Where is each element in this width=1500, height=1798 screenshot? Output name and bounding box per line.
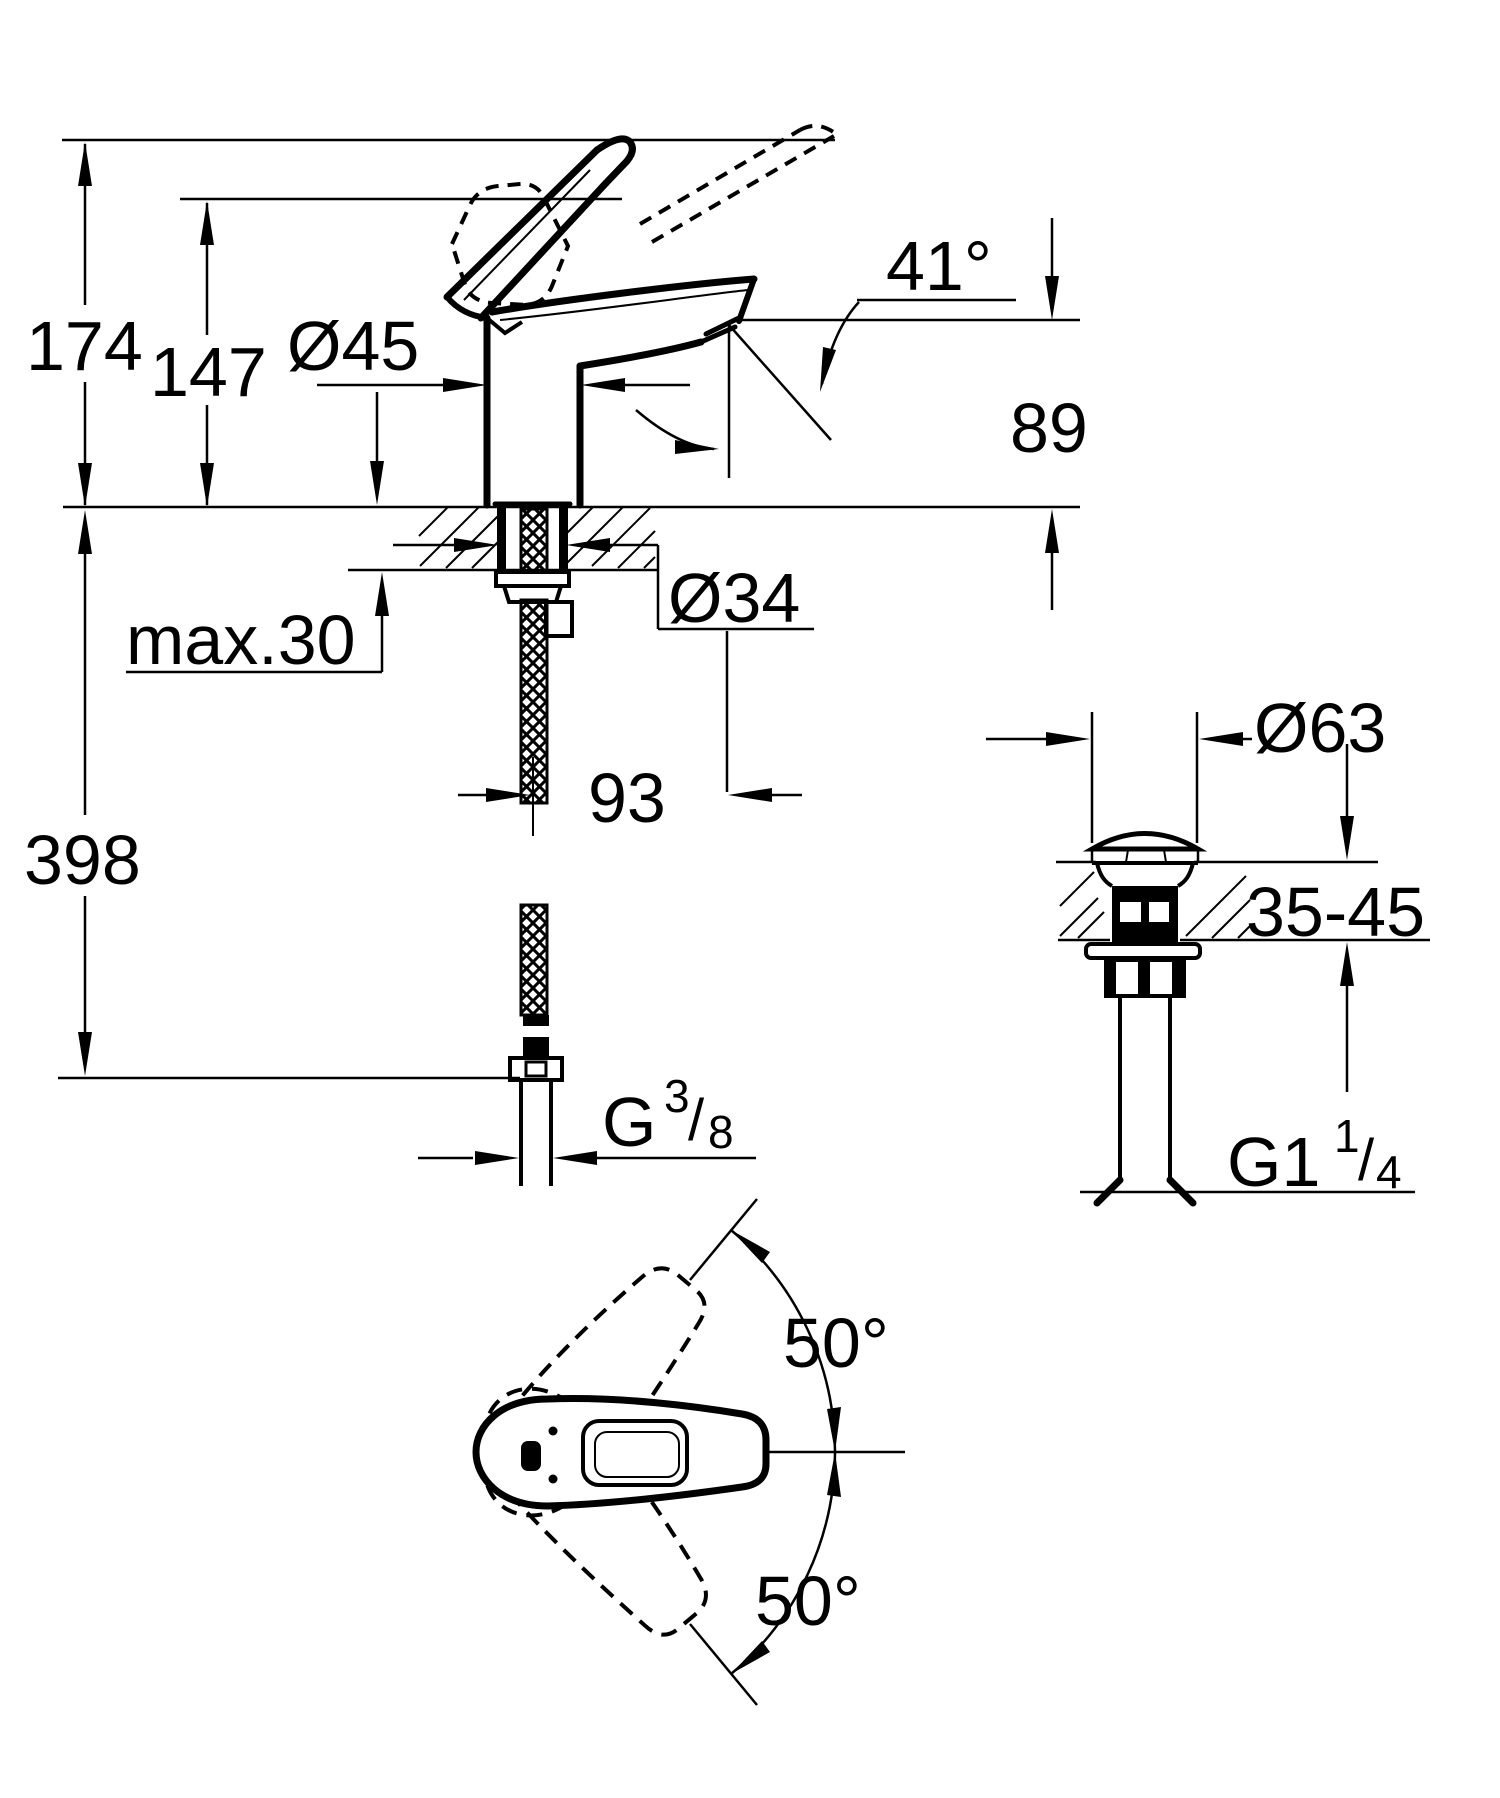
- dim-hole-diameter: Ø34: [393, 538, 814, 637]
- dim-hose-length: 398: [24, 510, 520, 1080]
- dim-deck-range: 35-45: [1246, 744, 1425, 1092]
- deck-section: [63, 501, 1080, 572]
- dim-spout-height: 89: [1010, 218, 1088, 610]
- dim-flange-diameter: Ø63: [986, 689, 1386, 843]
- dim-spout-reach: 93: [458, 631, 802, 837]
- dim-spout-reach-label: 93: [588, 759, 666, 837]
- dim-hole-diameter-label: Ø34: [668, 559, 800, 637]
- dim-spout-height-label: 89: [1010, 389, 1088, 467]
- dim-handle-height: 147: [150, 197, 622, 507]
- hose-fitting-upper: [544, 600, 574, 638]
- handle-raised: [443, 135, 636, 322]
- dim-deck-thickness-label: max.30: [126, 601, 356, 679]
- dim-deck-thickness: max.30: [126, 392, 389, 679]
- dim-waste-thread-label: G1 1 / 4: [1227, 1110, 1402, 1201]
- top-view: 50° 50°: [457, 1198, 905, 1706]
- waste-cap: [1082, 831, 1208, 852]
- faucet-body: [444, 275, 758, 509]
- handle-dashed-lowered: [449, 181, 571, 308]
- waste-flange-nut: [1084, 942, 1202, 960]
- dim-spout-angle-label: 41°: [886, 227, 992, 305]
- dim-body-diameter: Ø45: [287, 307, 690, 392]
- drain-deck-section: [1056, 860, 1430, 942]
- dim-total-height-label: 174: [26, 307, 143, 385]
- popup-waste: [1082, 831, 1208, 1207]
- dim-swing-up-label: 50°: [783, 1304, 889, 1382]
- dim-waste-thread: G1 1 / 4: [1080, 1110, 1415, 1201]
- dim-swing-down-label: 50°: [755, 1562, 861, 1640]
- supply-hose: [494, 507, 574, 1186]
- dim-spout-angle: 41°: [635, 227, 1080, 478]
- dim-supply-thread-label: G 3 / 8: [602, 1070, 734, 1161]
- handle-dashed-raised-tip: [638, 123, 838, 244]
- handle-plan-solid: [476, 1398, 766, 1506]
- side-view: 174 147 Ø45 41°: [24, 123, 1088, 1186]
- dim-body-diameter-label: Ø45: [287, 307, 419, 385]
- dim-handle-swing: 50° 50°: [689, 1198, 905, 1706]
- drain-view: Ø63 35-45 G1 1 / 4: [986, 689, 1430, 1207]
- shank-wall-left: [497, 507, 506, 570]
- dim-handle-height-label: 147: [150, 333, 267, 411]
- drain-deck-hatching: [1059, 871, 1253, 939]
- dim-supply-thread: G 3 / 8: [418, 1070, 756, 1165]
- dim-deck-range-label: 35-45: [1246, 873, 1425, 951]
- dim-flange-diameter-label: Ø63: [1254, 689, 1386, 767]
- mounting-nut: [494, 570, 571, 588]
- dim-total-height: 174: [26, 138, 835, 507]
- dim-hose-length-label: 398: [24, 821, 141, 899]
- shank-wall-right: [559, 507, 568, 570]
- aerator: [703, 314, 744, 337]
